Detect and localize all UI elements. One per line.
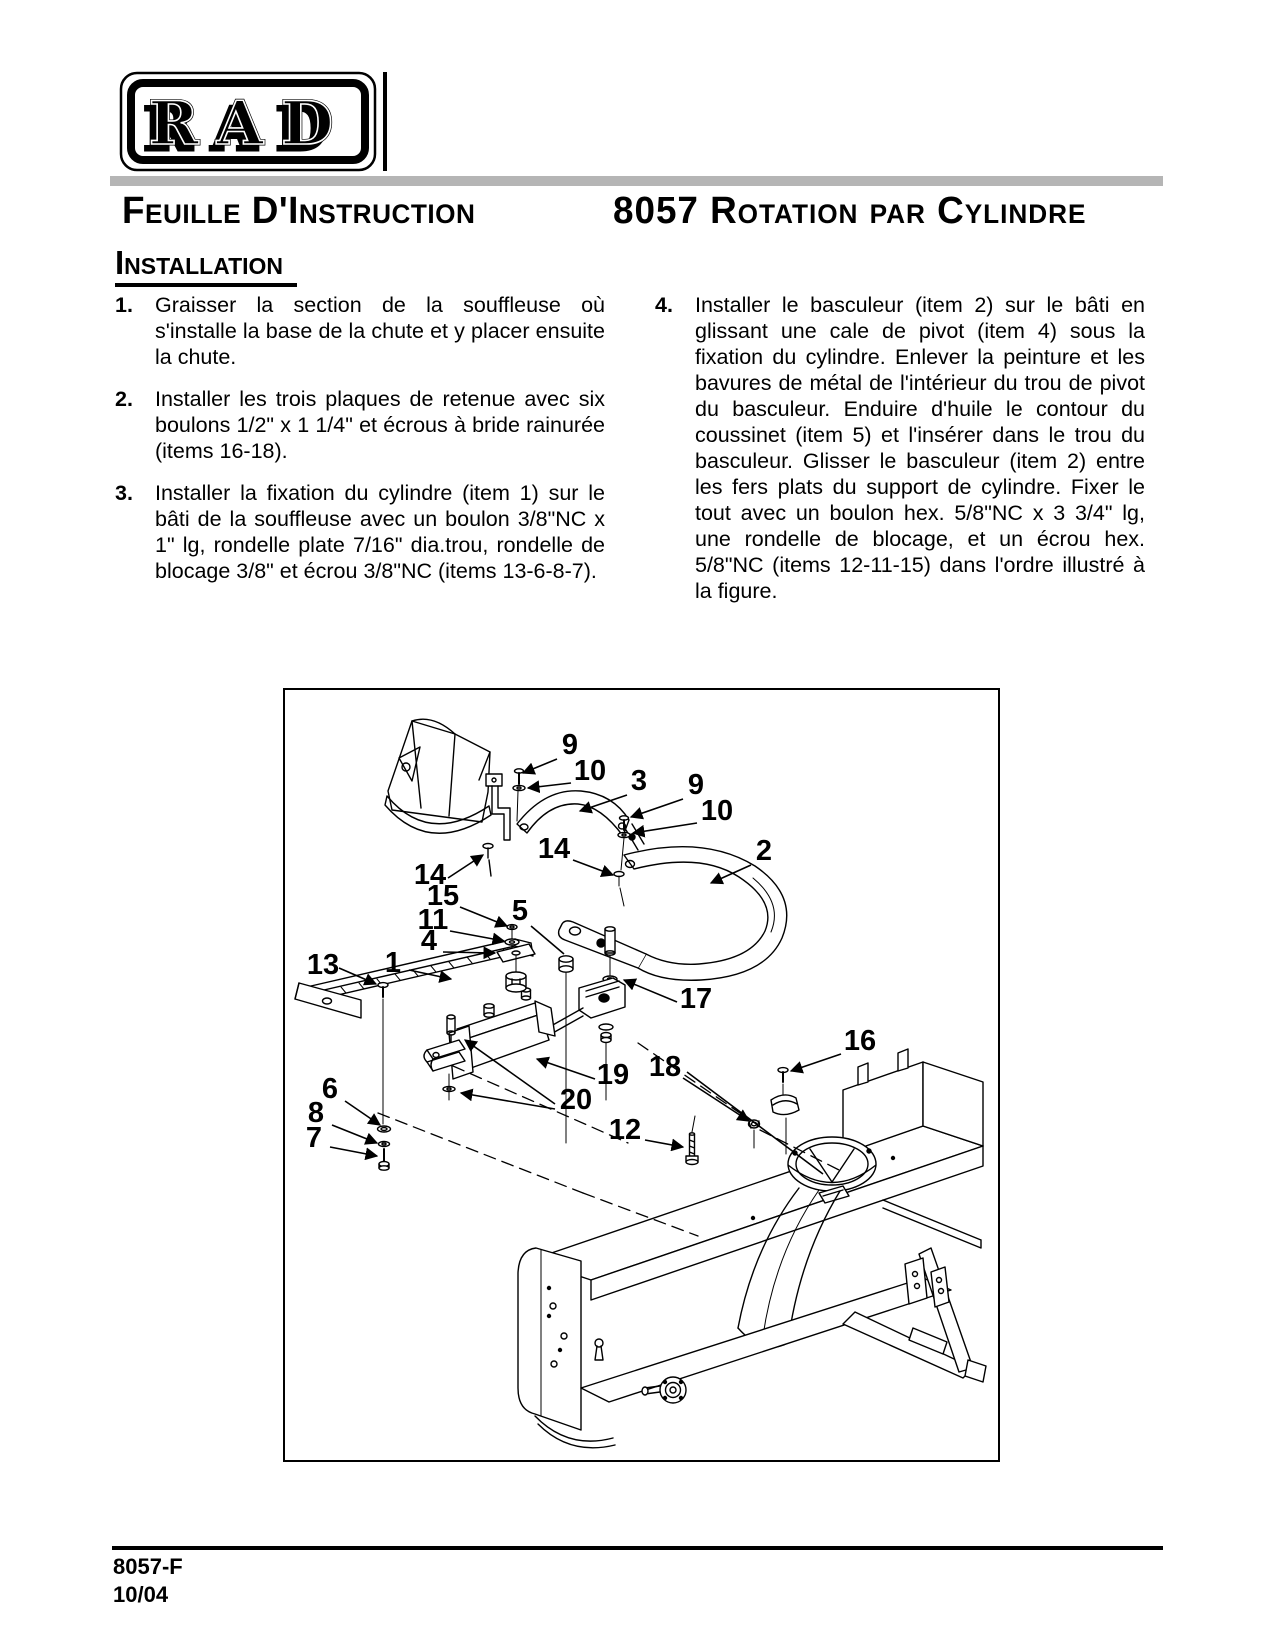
instruction-text: Graisser la section de la souffleuse où …	[155, 293, 605, 369]
callout-leader-line	[463, 1039, 556, 1105]
callout-leader-line	[521, 758, 558, 775]
instruction-item: 1. Graisser la section de la souffleuse o…	[115, 292, 605, 370]
callout-leader-line	[442, 946, 497, 960]
part-callout-label: 16	[844, 1025, 876, 1057]
callout-leader-line	[459, 906, 509, 928]
instruction-item: 3. Installer la fixation du cylindre (ite…	[115, 480, 605, 584]
callout-leader-line	[631, 822, 698, 838]
part-callout-label: 7	[306, 1122, 322, 1154]
part-callout-label: 10	[701, 795, 733, 827]
callout-leader-line	[408, 969, 453, 983]
footer-doc-number: 8057-F	[113, 1554, 183, 1579]
page-title: Feuille D'Instruction	[122, 190, 476, 232]
callout-leader-line	[449, 930, 506, 946]
logo-text-inline: RAD	[149, 89, 351, 159]
logo-outer-frame	[119, 71, 377, 172]
callout-leader-line	[572, 859, 615, 877]
logo-inner-band	[127, 79, 369, 164]
callout-leader-line	[682, 1077, 751, 1122]
part-callout-label: 18	[649, 1051, 681, 1083]
part-callout-label: 14	[538, 833, 570, 865]
callout-leader-line	[329, 1146, 379, 1161]
callout-leader-line	[709, 864, 752, 885]
header-divider-bar	[110, 176, 1163, 186]
part-callout-label: 9	[562, 729, 578, 761]
instruction-item: 4. Installer le basculeur (item 2) sur le…	[655, 292, 1145, 604]
part-callout-label: 8	[308, 1097, 324, 1129]
instruction-number: 1.	[115, 293, 133, 317]
footer-rule	[112, 1546, 1163, 1550]
callout-leader-line	[629, 798, 684, 820]
part-callout-label: 19	[597, 1059, 629, 1091]
callout-leader-line	[459, 1088, 556, 1110]
logo-text-shadow: RAD	[143, 95, 345, 165]
section-heading-installation: Installation	[115, 245, 298, 287]
callout-leader-line	[447, 854, 485, 879]
callout-leader-line	[622, 978, 678, 1003]
part-callout-label: 2	[756, 835, 772, 867]
callout-leader-line	[331, 1124, 379, 1145]
footer-date: 10/04	[113, 1582, 169, 1607]
instruction-item: 2. Installer les trois plaques de retenue…	[115, 386, 605, 464]
part-callout-label: 5	[512, 895, 528, 927]
part-callout-label: 12	[609, 1114, 641, 1146]
part-callout-label: 13	[307, 949, 339, 981]
part-callout-label: 3	[631, 765, 647, 797]
instruction-text: Installer le basculeur (item 2) sur le b…	[695, 293, 1145, 603]
callout-leader-line	[338, 967, 378, 986]
logo-text: RAD	[149, 89, 351, 159]
part-callout-label: 14	[414, 859, 446, 891]
instruction-number: 4.	[655, 293, 673, 317]
part-callout-label: 10	[574, 755, 606, 787]
callout-leader-line	[526, 780, 572, 794]
callout-leader-line	[530, 925, 565, 955]
part-callout-label: 6	[322, 1073, 338, 1105]
instruction-text: Installer la fixation du cylindre (item …	[155, 481, 605, 583]
part-callout-label: 20	[560, 1084, 592, 1116]
part-callout-label: 4	[421, 925, 437, 957]
instruction-text: Installer les trois plaques de retenue a…	[155, 387, 605, 463]
callout-leader-line	[644, 1138, 685, 1152]
instruction-number: 2.	[115, 387, 133, 411]
callout-leader-line	[535, 1056, 596, 1080]
callout-leader-line	[789, 1053, 842, 1074]
part-callout-label: 15	[427, 880, 459, 912]
part-callout-label: 11	[418, 904, 449, 936]
callout-leader-line	[344, 1100, 382, 1126]
rad-logo: RAD RAD RAD	[118, 70, 390, 174]
part-callout-label: 17	[680, 983, 712, 1015]
callout-leader-line	[686, 1071, 824, 1175]
part-callout-label: 9	[688, 769, 704, 801]
callout-leader-line	[578, 794, 628, 814]
product-title: 8057 Rotation par Cylindre	[613, 190, 1087, 232]
instructions-column-right: 4. Installer le basculeur (item 2) sur le…	[655, 292, 1145, 620]
instructions-column-left: 1. Graisser la section de la souffleuse o…	[115, 292, 605, 600]
instruction-number: 3.	[115, 481, 133, 505]
diagram-line-art	[294, 718, 987, 1449]
part-callout-label: 1	[385, 947, 401, 979]
